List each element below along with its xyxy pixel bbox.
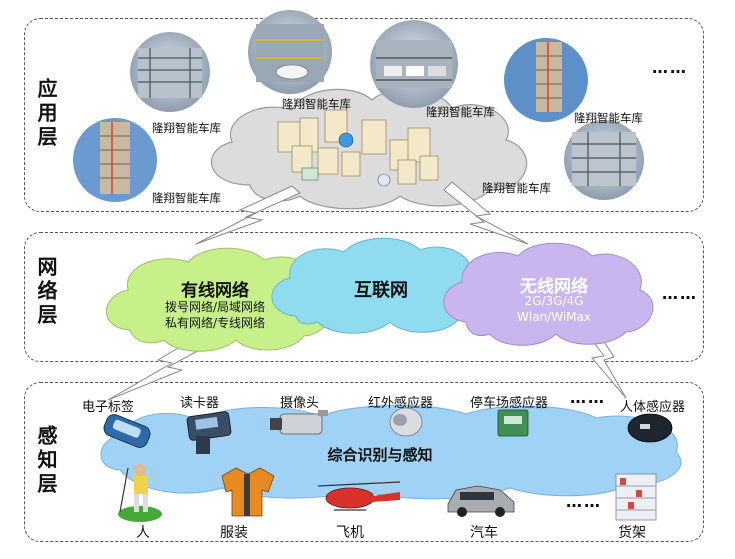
wired-network-line1: 拨号网络/局域网络 bbox=[164, 300, 266, 314]
wireless-network-cloud bbox=[443, 242, 654, 346]
device-label-card-reader: 读卡器 bbox=[180, 396, 220, 411]
network-layer-frame bbox=[24, 232, 704, 362]
garage-photo-2 bbox=[248, 10, 332, 94]
card-reader-icon bbox=[186, 411, 232, 454]
application-layer-frame bbox=[24, 18, 704, 212]
garage-caption: 隆翔智能车库 bbox=[426, 105, 495, 119]
garage-caption: 隆翔智能车库 bbox=[574, 111, 643, 125]
camera-icon bbox=[270, 410, 328, 435]
clothing-icon bbox=[221, 467, 275, 517]
perception-center-label: 综合识别与感知 bbox=[327, 446, 433, 464]
garage-photo-3 bbox=[370, 20, 458, 108]
device-label-parking: 停车场感应器 bbox=[470, 396, 549, 411]
monitor-icon bbox=[301, 167, 319, 181]
network-more-ellipsis: …… bbox=[662, 284, 698, 303]
globe-icon bbox=[338, 132, 354, 148]
application-layer-label: 应用层 bbox=[34, 78, 58, 150]
garage-photo-5 bbox=[73, 118, 157, 202]
wired-network-title: 有线网络 bbox=[181, 281, 249, 301]
infrared-sensor-icon bbox=[389, 407, 423, 437]
perception-layer-frame bbox=[24, 382, 704, 542]
garage-caption: 隆翔智能车库 bbox=[152, 121, 221, 135]
garage-caption: 隆翔智能车库 bbox=[482, 181, 551, 195]
wireless-network-line2: Wlan/WiMax bbox=[517, 310, 591, 324]
perception-layer-label: 感知层 bbox=[34, 425, 58, 497]
rfid-tag-icon bbox=[103, 414, 151, 448]
garage-photo-6 bbox=[564, 120, 644, 200]
lightning-app-to-wired bbox=[195, 185, 301, 245]
device-label-camera: 摄像头 bbox=[280, 396, 320, 411]
objects-more-ellipsis: …… bbox=[566, 492, 602, 511]
network-layer-label: 网络层 bbox=[34, 256, 58, 328]
device-label-infrared: 红外感应器 bbox=[368, 396, 434, 411]
device-label-rfid: 电子标签 bbox=[82, 400, 135, 415]
human-sensor-icon bbox=[627, 413, 673, 443]
object-label-person: 人 bbox=[136, 525, 150, 541]
shelf-icon bbox=[615, 473, 657, 521]
garage-photo-1 bbox=[130, 32, 210, 112]
garage-photos bbox=[73, 10, 644, 202]
garage-caption: 隆翔智能车库 bbox=[282, 97, 351, 111]
lightning-app-to-wireless bbox=[443, 181, 529, 245]
garage-caption: 隆翔智能车库 bbox=[152, 191, 221, 205]
wireless-network-line1: 2G/3G/4G bbox=[524, 294, 584, 308]
parking-sensor-icon bbox=[497, 409, 529, 437]
person-icon bbox=[118, 464, 162, 522]
server-icon bbox=[277, 109, 439, 185]
disc-icon bbox=[377, 173, 391, 187]
object-label-shelf: 货架 bbox=[618, 525, 646, 541]
object-label-car: 汽车 bbox=[470, 525, 498, 541]
internet-title: 互联网 bbox=[354, 280, 408, 301]
server-cloud bbox=[210, 88, 528, 210]
application-more-ellipsis: …… bbox=[652, 58, 688, 77]
devices-more-ellipsis: …… bbox=[570, 388, 606, 407]
object-label-airplane: 飞机 bbox=[336, 525, 364, 541]
helicopter-icon bbox=[317, 481, 401, 511]
device-label-human-sensor: 人体感应器 bbox=[620, 400, 686, 415]
object-label-clothing: 服装 bbox=[220, 525, 248, 541]
garage-photo-4 bbox=[504, 38, 588, 122]
car-icon bbox=[447, 485, 515, 517]
wired-network-line2: 私有网络/专线网络 bbox=[164, 316, 266, 330]
wireless-network-title: 无线网络 bbox=[520, 277, 588, 297]
